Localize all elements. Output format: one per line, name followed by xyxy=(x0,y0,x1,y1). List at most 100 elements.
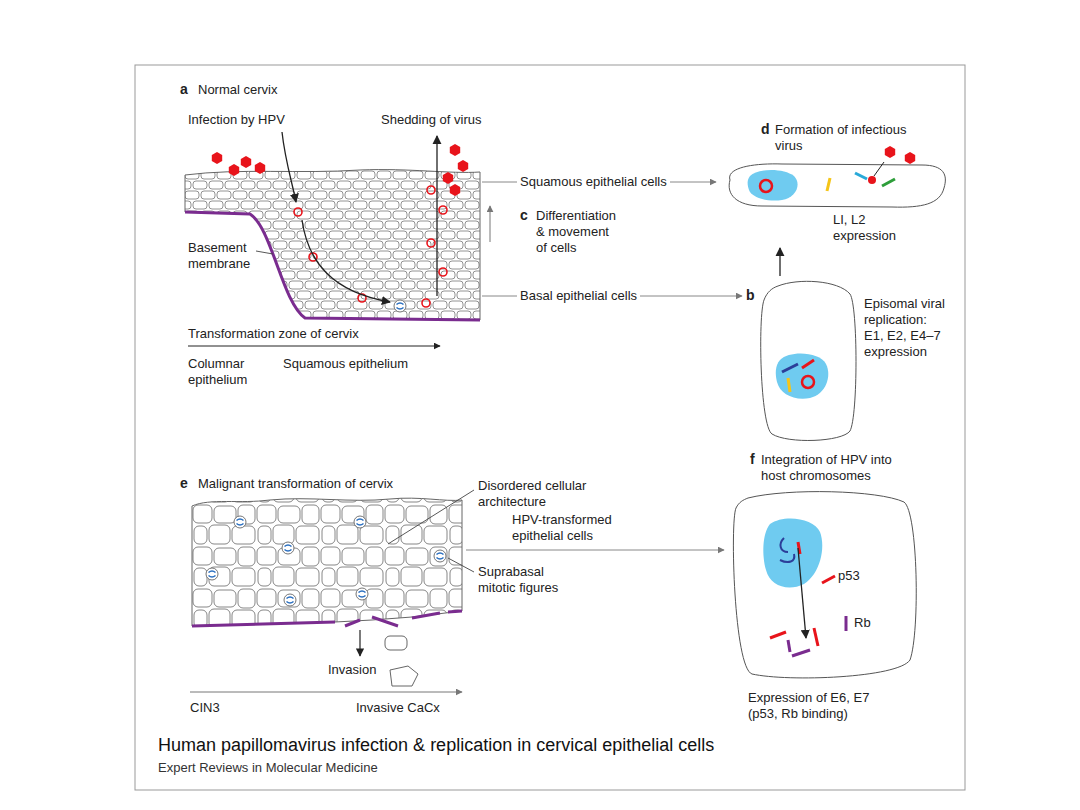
label-text: Columnar epithelium xyxy=(188,356,268,388)
cell-text: p53 xyxy=(838,568,860,584)
mitotic-figure xyxy=(284,594,296,606)
mitotic-figure xyxy=(356,588,368,600)
cell-outline xyxy=(729,164,945,207)
panel-letter: b xyxy=(746,287,755,303)
differentiation-arrow xyxy=(490,206,491,242)
viral-genome xyxy=(427,186,435,194)
cell-text: LI, L2 expression xyxy=(833,212,923,244)
label-text: Transformation zone of cervix xyxy=(188,326,359,342)
panel-letter: d xyxy=(761,121,770,137)
flow-arrow xyxy=(779,248,780,276)
protein-bar xyxy=(792,650,810,656)
protein-bar xyxy=(822,576,835,583)
virion xyxy=(458,160,468,172)
protein-bar xyxy=(814,628,818,646)
cell-outline xyxy=(761,281,856,440)
panel-letter: c xyxy=(520,207,528,223)
viral-genome xyxy=(760,180,772,192)
host-chromosome xyxy=(780,538,794,562)
protein-bar xyxy=(782,364,798,372)
diagram-title: Human papillomavirus infection & replica… xyxy=(158,734,714,756)
virion xyxy=(212,152,222,164)
label-text: Invasion xyxy=(328,662,376,678)
protein-bar xyxy=(855,173,867,179)
shedding-arrow xyxy=(436,136,437,296)
cell-drawing xyxy=(728,452,928,724)
mitotic-figure xyxy=(354,516,366,528)
viral-genome xyxy=(427,239,435,247)
label-text: Squamous epithelium xyxy=(283,356,408,372)
basal-cell: Episomal viral replication: E1, E2, E4–7… xyxy=(758,276,958,446)
panel-letter: e xyxy=(180,475,188,491)
figure-frame xyxy=(135,65,965,790)
virion xyxy=(229,164,239,176)
invasion-arrow xyxy=(359,630,360,656)
protein-bar xyxy=(802,360,814,368)
viral-genome xyxy=(439,268,447,276)
infection-arrow xyxy=(282,132,296,202)
virion xyxy=(450,184,460,196)
cell-text: Formation of infectious virus xyxy=(775,122,925,154)
mitotic-figure xyxy=(434,550,446,562)
expression-arrow xyxy=(798,548,806,638)
nucleus xyxy=(776,354,829,399)
cell-text: Expression of E6, E7 (p53, Rb binding) xyxy=(748,690,878,722)
diagram-caption: Expert Reviews in Molecular Medicine xyxy=(158,760,378,776)
pointer-line xyxy=(466,550,724,551)
virus-assembly-cell: Formation of infectious virusLI, L2 expr… xyxy=(722,118,957,248)
transformed-cell: Integration of HPV into host chromosomes… xyxy=(728,452,928,726)
viral-genome xyxy=(294,208,302,216)
invading-cell xyxy=(390,666,418,686)
protein-bar xyxy=(845,616,848,631)
cell-text: Integration of HPV into host chromosomes xyxy=(761,452,911,484)
mitotic-figure xyxy=(206,568,218,580)
protein-bar xyxy=(788,378,790,392)
protein-bar xyxy=(827,178,830,191)
label-text: HPV-transformed epithelial cells xyxy=(512,512,622,544)
label-text: Basement membrane xyxy=(188,240,258,272)
virion xyxy=(450,144,460,156)
invading-cell xyxy=(385,636,407,650)
mitotic-figure xyxy=(282,542,294,554)
protein-bar xyxy=(770,632,786,638)
virion xyxy=(885,146,895,158)
leader-line xyxy=(388,490,474,544)
broken-basement-membrane xyxy=(192,611,462,626)
panel-letter: a xyxy=(180,81,188,97)
infection-arrow xyxy=(302,220,390,302)
viral-genome xyxy=(439,206,447,214)
virion xyxy=(905,152,915,164)
transformed-epithelium xyxy=(192,498,462,626)
nucleus xyxy=(763,518,822,587)
label-text: Shedding of virus xyxy=(381,112,481,128)
label-text: Differentiation & movement of cells xyxy=(536,208,620,256)
leader-line xyxy=(448,558,474,572)
line-label: Squamous epithelial cells xyxy=(517,174,670,190)
label-text: Disordered cellular architecture xyxy=(478,478,608,510)
virion xyxy=(255,162,265,174)
virion xyxy=(868,176,876,184)
panel-letter: f xyxy=(750,451,755,467)
mitotic-figure xyxy=(394,300,406,312)
cell-text: Episomal viral replication: E1, E2, E4–7… xyxy=(864,296,948,360)
virion xyxy=(443,172,453,184)
mitotic-figure xyxy=(234,516,246,528)
leader-line xyxy=(256,251,273,254)
label-text: Suprabasal mitotic figures xyxy=(478,564,578,596)
normal-epithelium xyxy=(185,170,480,320)
label-text: Malignant transformation of cervix xyxy=(198,476,393,492)
label-text: Infection by HPV xyxy=(188,112,285,128)
progression-arrow xyxy=(190,692,462,693)
label-text: Invasive CaCx xyxy=(356,700,440,716)
line-label: Basal epithelial cells xyxy=(517,288,640,304)
viral-genome xyxy=(422,299,430,307)
label-text: Normal cervix xyxy=(198,82,277,98)
protein-bar xyxy=(882,179,895,186)
nucleus xyxy=(748,170,798,201)
release-line xyxy=(874,162,884,176)
label-text: CIN3 xyxy=(190,700,220,716)
protein-bar xyxy=(788,640,790,652)
